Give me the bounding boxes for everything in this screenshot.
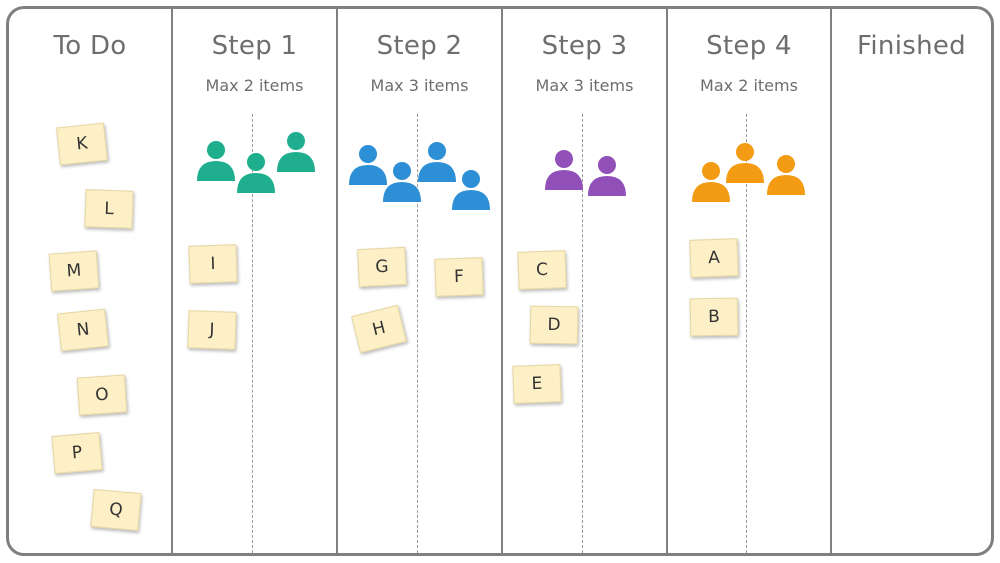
lane-divider — [746, 114, 747, 553]
column-step-3: Step 3 Max 3 items — [503, 9, 666, 553]
person-icon — [236, 150, 276, 195]
lane-divider — [252, 114, 253, 553]
column-finished: Finished — [832, 9, 991, 553]
column-separator — [666, 9, 668, 553]
task-card[interactable]: B — [689, 297, 739, 337]
task-card[interactable]: O — [76, 374, 128, 416]
task-card[interactable]: E — [512, 364, 562, 404]
column-step-1: Step 1 Max 2 items — [173, 9, 336, 553]
task-card[interactable]: D — [529, 305, 579, 345]
column-title: To Do — [53, 31, 127, 61]
kanban-board: To Do Step 1 Max 2 items Step 2 Max 3 it… — [6, 6, 994, 556]
column-separator — [336, 9, 338, 553]
task-card[interactable]: N — [57, 308, 109, 352]
task-card[interactable]: I — [188, 244, 238, 284]
column-step-4: Step 4 Max 2 items — [668, 9, 830, 553]
task-card[interactable]: F — [434, 257, 484, 297]
lane-divider — [582, 114, 583, 553]
person-icon — [587, 153, 627, 198]
column-todo: To Do — [9, 9, 171, 553]
task-card[interactable]: Q — [90, 488, 142, 532]
column-separator — [501, 9, 503, 553]
wip-limit: Max 2 items — [205, 76, 304, 95]
person-icon — [451, 167, 491, 212]
person-icon — [276, 129, 316, 174]
person-icon — [348, 142, 388, 187]
task-card[interactable]: G — [357, 246, 407, 288]
person-icon — [382, 159, 422, 204]
wip-limit: Max 2 items — [700, 76, 798, 95]
task-card[interactable]: M — [48, 250, 100, 292]
person-icon — [544, 147, 584, 192]
task-card[interactable]: J — [187, 310, 237, 350]
column-title: Finished — [857, 31, 966, 61]
column-separator — [830, 9, 832, 553]
column-step-2: Step 2 Max 3 items — [338, 9, 501, 553]
task-card[interactable]: L — [84, 189, 134, 229]
person-icon — [417, 139, 457, 184]
task-card[interactable]: A — [689, 238, 739, 278]
task-card[interactable]: C — [517, 250, 567, 290]
task-card[interactable]: P — [51, 431, 103, 475]
person-icon — [725, 140, 765, 185]
person-icon — [766, 152, 806, 197]
lane-divider — [417, 114, 418, 553]
column-title: Step 4 — [706, 31, 792, 61]
column-separator — [171, 9, 173, 553]
column-title: Step 2 — [376, 31, 463, 61]
person-icon — [196, 138, 236, 183]
column-title: Step 3 — [541, 31, 628, 61]
wip-limit: Max 3 items — [535, 76, 634, 95]
column-title: Step 1 — [211, 31, 298, 61]
person-icon — [691, 159, 731, 204]
wip-limit: Max 3 items — [370, 76, 469, 95]
task-card[interactable]: K — [56, 122, 108, 166]
